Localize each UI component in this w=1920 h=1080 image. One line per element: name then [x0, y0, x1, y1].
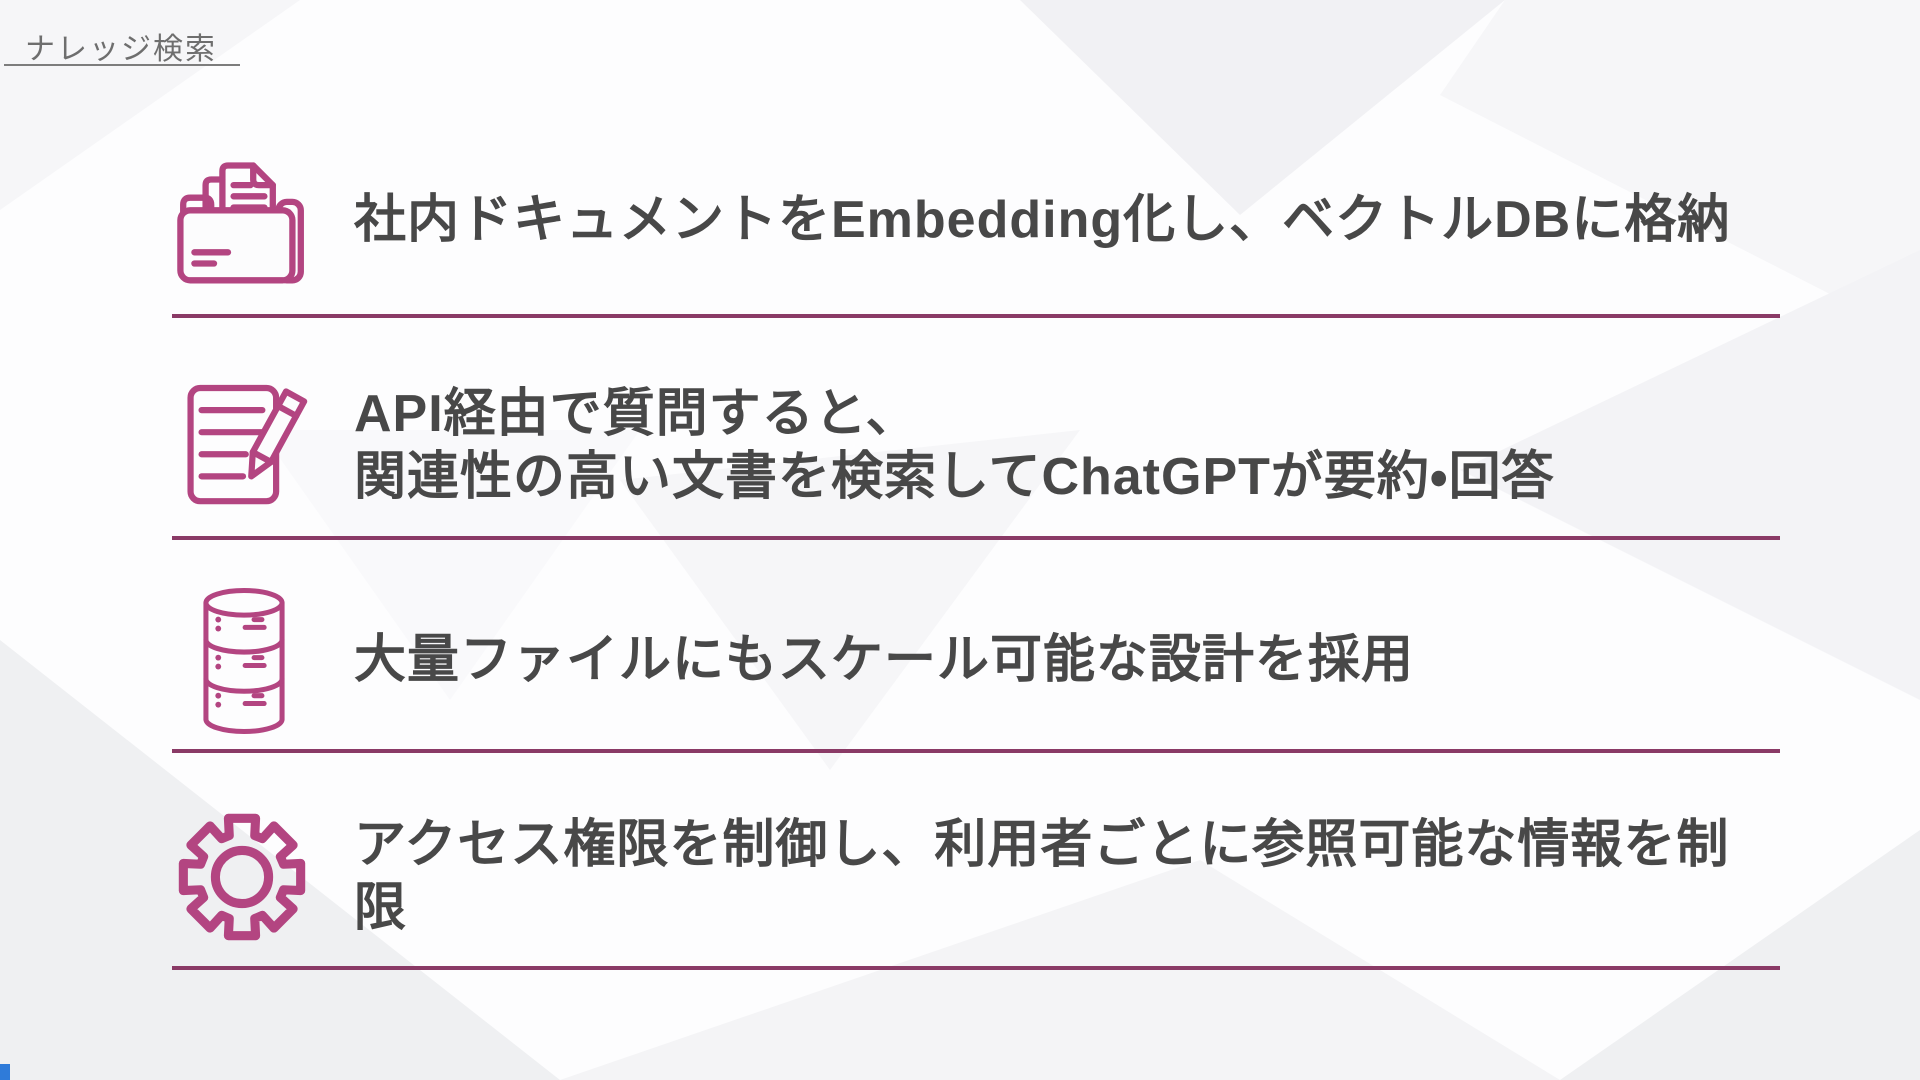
- row-text: 社内ドキュメントをEmbedding化し、ベクトルDBに格納: [354, 189, 1730, 252]
- folder-documents-icon: [177, 161, 304, 283]
- feature-row-scale: 大量ファイルにもスケール可能な設計を採用: [172, 572, 1780, 753]
- title-underline: [4, 64, 240, 66]
- row-text: API経由で質問すると、 関連性の高い文書を検索してChatGPTが要約・回答: [354, 383, 1555, 510]
- row-text-line: 大量ファイルにもスケール可能な設計を採用: [354, 630, 1415, 689]
- row-text-line: API経由で質問すると、: [354, 384, 919, 443]
- corner-accent: [0, 1064, 10, 1080]
- row-text-line: 社内ドキュメントをEmbedding化し、ベクトルDBに格納: [354, 191, 1731, 250]
- document-pencil-icon: [187, 384, 308, 505]
- gear-icon: [178, 813, 306, 941]
- database-icon: [203, 587, 285, 734]
- feature-row-access: アクセス権限を制御し、利用者ごとに参照可能な情報を制限: [172, 788, 1780, 970]
- page-title: ナレッジ検索: [25, 33, 217, 66]
- row-text: 大量ファイルにもスケール可能な設計を採用: [354, 629, 1414, 692]
- feature-row-embedding: 社内ドキュメントをEmbedding化し、ベクトルDBに格納: [172, 128, 1780, 318]
- feature-row-api: API経由で質問すると、 関連性の高い文書を検索してChatGPTが要約・回答: [172, 356, 1780, 540]
- row-text-line: 関連性の高い文書を検索してChatGPTが要約・回答: [354, 448, 1555, 506]
- row-text-line: アクセス権限を制御し、利用者ごとに参照可能な情報を制限: [354, 815, 1730, 937]
- row-text: アクセス権限を制御し、利用者ごとに参照可能な情報を制限: [354, 814, 1780, 941]
